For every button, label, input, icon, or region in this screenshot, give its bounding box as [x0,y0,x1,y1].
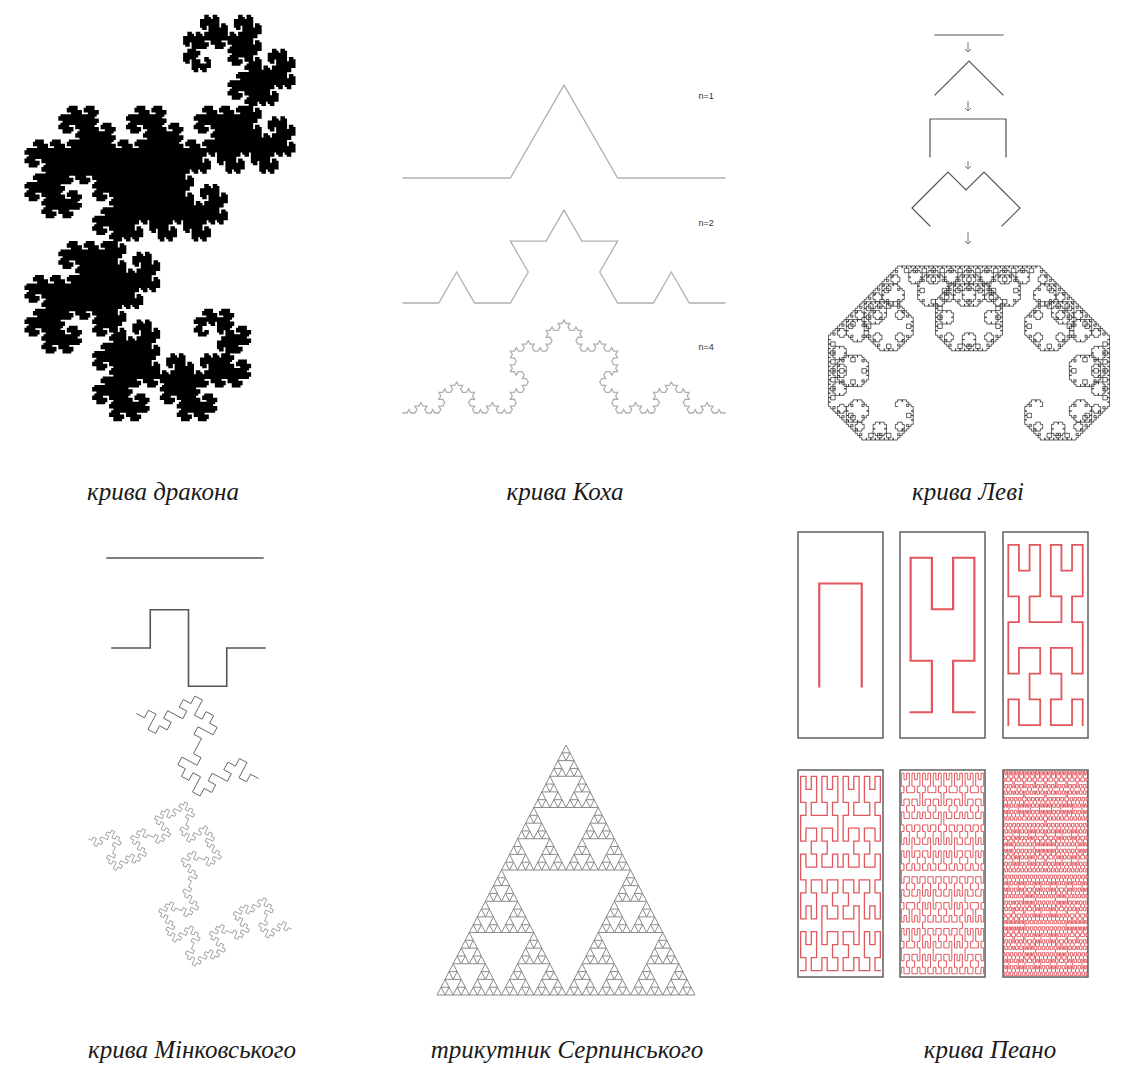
minkowski-iteration [112,610,265,687]
peano-iteration [911,558,975,713]
step-arrow [968,101,969,111]
minkowski-iteration [89,802,292,966]
step-arrowhead [965,166,971,169]
step-arrowhead [965,241,971,244]
levy-iteration [930,119,1006,157]
step-arrow [968,232,969,244]
iteration-label: n=4 [698,343,713,353]
step-arrow [968,42,969,52]
step-arrowhead [965,49,971,52]
koch-iteration [403,85,725,178]
dragon-curve [26,16,295,420]
figure-caption: крива дракона [87,478,239,506]
sierpinski-triangle [437,745,695,995]
levy-final [828,266,1109,440]
levy-curve [828,35,1109,440]
peano-iteration [1008,545,1082,725]
sierpinski-path [437,745,695,995]
figure-caption: трикутник Серпинського [431,1036,704,1064]
figure-caption: крива Леві [912,478,1024,506]
peano-frame [1003,532,1088,738]
peano-iteration [819,584,862,687]
koch-iteration [403,320,725,413]
peano-frame [900,770,985,977]
peano-frame [798,532,883,738]
minkowski-iteration [137,696,258,796]
levy-iteration [935,34,1003,35]
peano-frame [900,532,985,738]
peano-iteration [1004,772,1088,976]
step-arrow [968,161,969,169]
dragon-path [26,16,295,420]
step-arrowhead [965,108,971,111]
levy-iteration [912,172,1020,226]
koch-iteration [403,210,725,303]
figure-caption: крива Мінковського [88,1036,296,1064]
peano-curve [798,532,1088,977]
peano-frame [1003,770,1088,977]
minkowski-curve [89,558,292,966]
minkowski-iteration [107,557,263,558]
peano-frame [798,770,883,977]
iteration-label: n=1 [698,92,713,102]
iteration-label: n=2 [698,219,713,229]
peano-iteration [801,776,881,970]
figure-caption: крива Пеано [924,1036,1056,1064]
peano-iteration [901,773,983,974]
koch-curve [403,85,725,413]
figure-caption: крива Коха [507,478,624,506]
levy-iteration [935,61,1003,95]
